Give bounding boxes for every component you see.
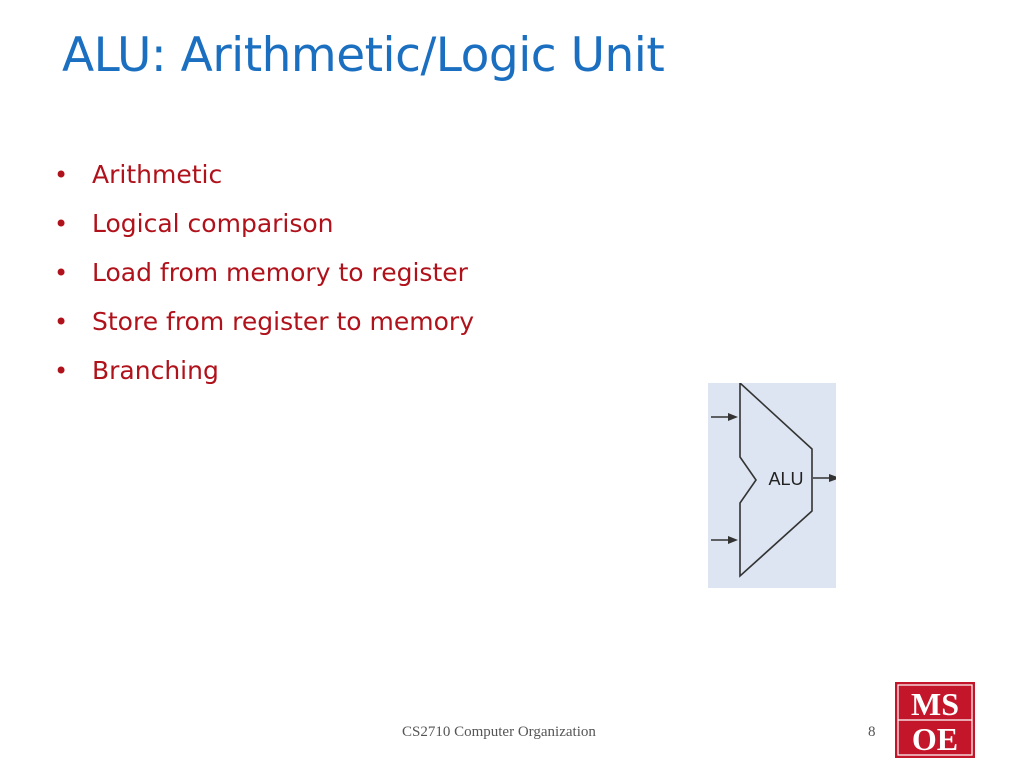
bullet-item: • Load from memory to register	[54, 248, 474, 297]
bullet-text: Arithmetic	[92, 160, 223, 189]
output-arrow-icon	[813, 474, 836, 482]
bullet-list: • Arithmetic • Logical comparison • Load…	[54, 150, 474, 395]
bullet-text: Load from memory to register	[92, 258, 468, 287]
alu-diagram: ALU	[708, 383, 836, 588]
bullet-item: • Branching	[54, 346, 474, 395]
input-arrow-icon	[711, 413, 738, 421]
bullet-marker: •	[54, 258, 69, 287]
footer-course-name: CS2710 Computer Organization	[402, 724, 596, 740]
bullet-text: Store from register to memory	[92, 307, 475, 336]
bullet-marker: •	[54, 356, 69, 385]
bullet-text: Branching	[92, 356, 219, 385]
bullet-marker: •	[54, 160, 69, 189]
slide-title: ALU: Arithmetic/Logic Unit	[62, 28, 665, 83]
svg-text:MS: MS	[911, 686, 959, 722]
bullet-text: Logical comparison	[92, 209, 334, 238]
bullet-marker: •	[54, 209, 69, 238]
msoe-logo: MS OE	[895, 682, 975, 758]
bullet-marker: •	[54, 307, 69, 336]
alu-shape	[739, 383, 813, 578]
svg-text:OE: OE	[912, 721, 958, 757]
input-arrow-icon	[711, 536, 738, 544]
bullet-item: • Store from register to memory	[54, 297, 474, 346]
page-number: 8	[868, 724, 876, 740]
bullet-item: • Logical comparison	[54, 199, 474, 248]
alu-label: ALU	[768, 469, 803, 489]
bullet-item: • Arithmetic	[54, 150, 474, 199]
